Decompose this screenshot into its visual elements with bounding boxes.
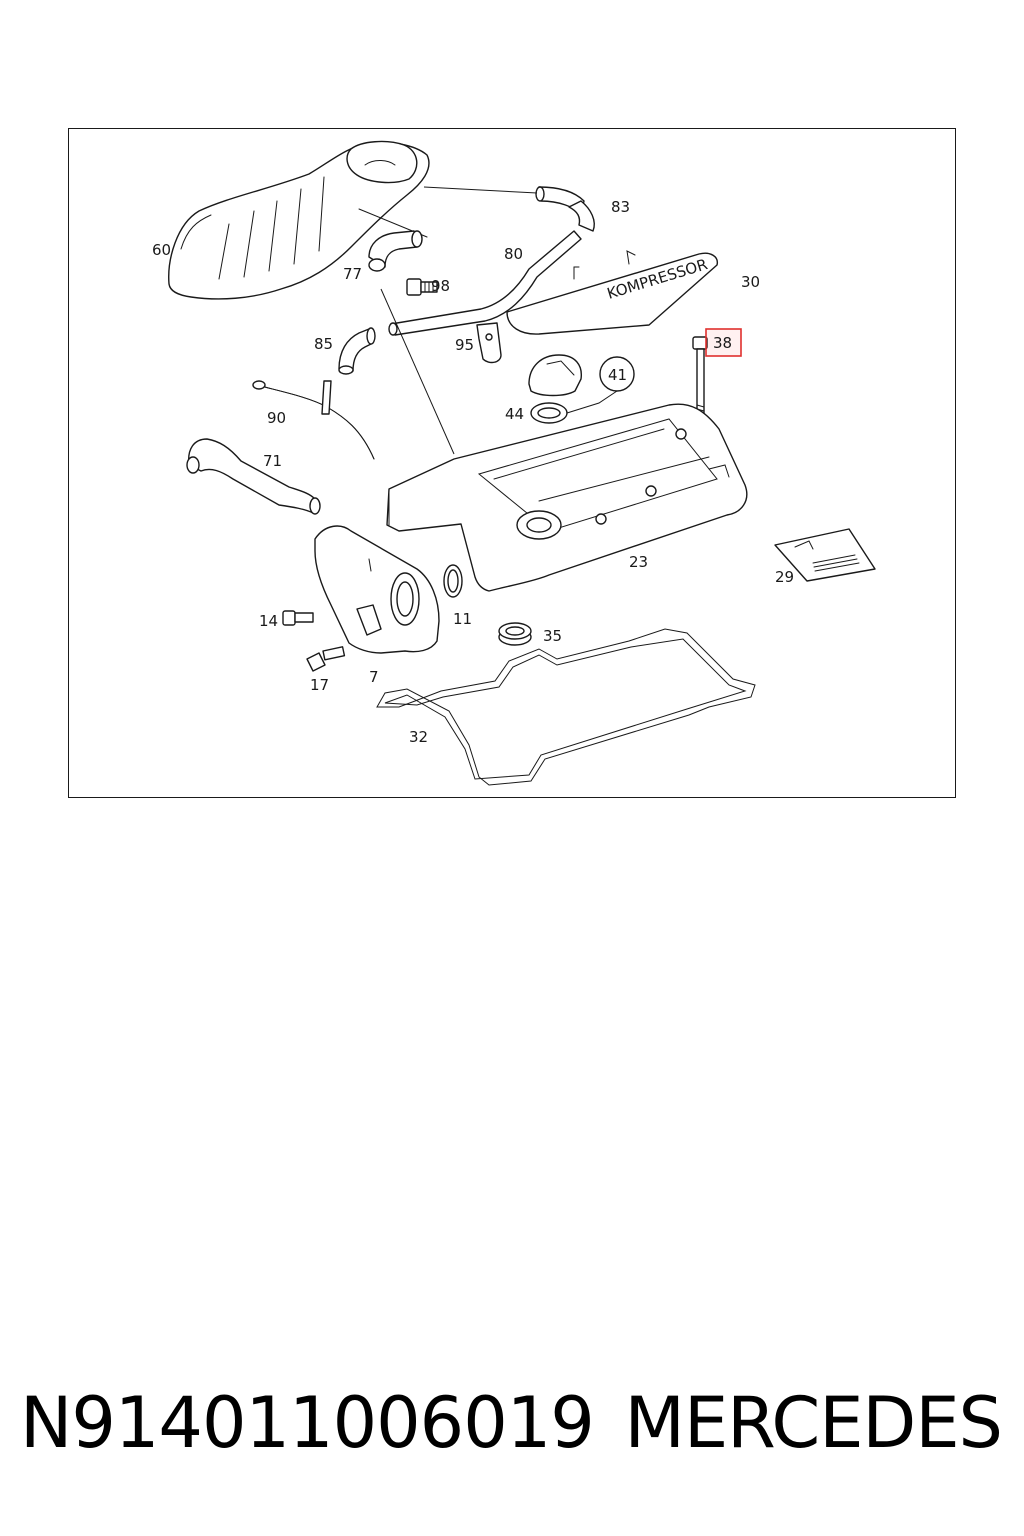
part-number-text: N914011006019 (20, 1382, 595, 1464)
callout-85[interactable]: 85 (314, 335, 333, 353)
callout-38-highlight (705, 328, 742, 357)
part-32-gasket[interactable] (376, 628, 756, 786)
part-11-o-ring[interactable] (443, 564, 463, 598)
caption-bar: N914011006019 MERCEDES (0, 1378, 1024, 1468)
part-98-bolt[interactable] (406, 278, 438, 296)
callout-35[interactable]: 35 (543, 627, 562, 645)
callout-11[interactable]: 11 (453, 610, 472, 628)
part-29-label[interactable] (774, 528, 876, 582)
part-77-elbow[interactable] (368, 230, 423, 272)
callout-38[interactable]: 38 (713, 334, 732, 352)
callout-23[interactable]: 23 (629, 553, 648, 571)
part-17-bolt[interactable] (306, 646, 346, 672)
callout-44[interactable]: 44 (505, 405, 524, 423)
callout-95[interactable]: 95 (455, 336, 474, 354)
exploded-parts-diagram: KOMPRESSOR (152, 140, 876, 786)
callout-7[interactable]: 7 (369, 668, 379, 686)
part-44-seal-ring[interactable] (530, 402, 568, 424)
callout-30[interactable]: 30 (741, 273, 760, 291)
part-14-bolt[interactable] (282, 610, 314, 626)
callout-71[interactable]: 71 (263, 452, 282, 470)
parts-diagram-frame: KOMPRESSOR (68, 128, 956, 798)
brand-text: MERCEDES (624, 1382, 1003, 1464)
part-23-valve-cover[interactable] (380, 288, 748, 592)
part-90-breather-line[interactable] (252, 380, 375, 460)
part-38-bolt[interactable] (692, 336, 708, 418)
part-83-hose[interactable] (535, 186, 595, 232)
callout-83[interactable]: 83 (611, 198, 630, 216)
callout-14[interactable]: 14 (259, 612, 278, 630)
part-60-intake-housing[interactable] (168, 140, 430, 300)
callout-77[interactable]: 77 (343, 265, 362, 283)
part-7-case-cover[interactable] (314, 525, 440, 654)
part-71-hose[interactable] (186, 438, 321, 515)
callout-29[interactable]: 29 (775, 568, 794, 586)
callout-32[interactable]: 32 (409, 728, 428, 746)
callout-60[interactable]: 60 (152, 241, 171, 259)
callout-80[interactable]: 80 (504, 245, 523, 263)
callout-17[interactable]: 17 (310, 676, 329, 694)
callout-90[interactable]: 90 (267, 409, 286, 427)
part-41-oil-cap[interactable] (528, 354, 635, 397)
part-95-bracket[interactable] (476, 322, 502, 364)
part-80-tube[interactable] (388, 230, 582, 336)
part-85-elbow-hose[interactable] (338, 327, 376, 375)
part-35-seal[interactable] (498, 622, 532, 646)
callout-41[interactable]: 41 (608, 366, 627, 384)
callout-98[interactable]: 98 (431, 277, 450, 295)
